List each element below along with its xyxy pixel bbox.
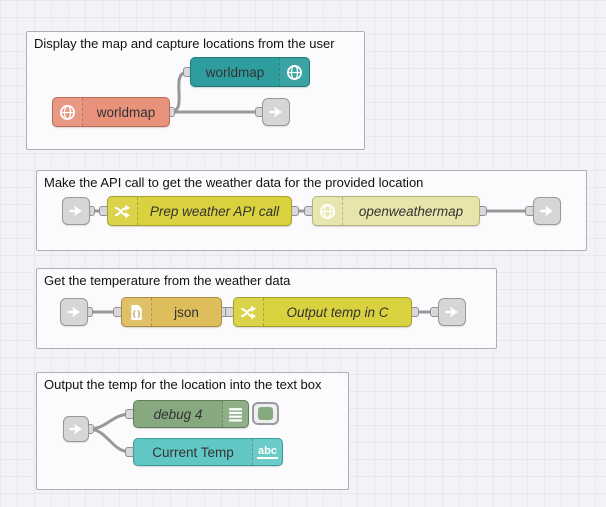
svg-text:{ }: { }	[133, 309, 141, 317]
debug-icon	[222, 401, 248, 427]
globe-icon	[313, 197, 343, 225]
link-out-icon	[445, 306, 458, 318]
wire[interactable]	[87, 427, 132, 454]
node-label: debug 4	[153, 406, 203, 422]
node-label: Prep weather API call	[149, 203, 280, 219]
wire[interactable]	[87, 412, 132, 431]
node-link-in[interactable]	[60, 298, 88, 326]
link-out-icon	[540, 205, 553, 217]
link-in-icon	[67, 306, 80, 318]
node-worldmap-display[interactable]: worldmap	[190, 57, 310, 87]
debug-toggle-state	[258, 407, 273, 420]
globe-icon	[279, 58, 309, 86]
group-title: Make the API call to get the weather dat…	[44, 175, 424, 190]
link-in-icon	[69, 423, 82, 435]
wire[interactable]	[168, 70, 190, 114]
node-link-in[interactable]	[63, 416, 89, 442]
node-function-output-temp[interactable]: Output temp in C	[233, 297, 412, 327]
json-icon: { }	[122, 298, 152, 326]
node-link-out[interactable]	[533, 197, 561, 225]
node-link-out[interactable]	[262, 98, 290, 126]
link-out-icon	[269, 106, 282, 118]
node-openweathermap[interactable]: openweathermap	[312, 196, 480, 226]
node-label: json	[174, 304, 199, 320]
link-in-icon	[69, 205, 82, 217]
node-worldmap-in[interactable]: worldmap	[52, 97, 170, 127]
node-label: worldmap	[205, 64, 265, 80]
node-label: worldmap	[96, 104, 156, 120]
group-output-temp[interactable]: Output the temp for the location into th…	[36, 372, 349, 490]
function-icon	[234, 298, 264, 326]
node-debug[interactable]: debug 4	[133, 400, 249, 428]
globe-icon	[53, 98, 83, 126]
node-function-prep-weather[interactable]: Prep weather API call	[107, 196, 292, 226]
node-link-in[interactable]	[62, 197, 90, 225]
node-link-out[interactable]	[438, 298, 466, 326]
group-title: Get the temperature from the weather dat…	[44, 273, 291, 288]
group-title: Output the temp for the location into th…	[44, 377, 322, 392]
node-label: Current Temp	[152, 444, 234, 460]
node-label: openweathermap	[358, 203, 464, 219]
group-title: Display the map and capture locations fr…	[34, 36, 335, 51]
node-label: Output temp in C	[286, 304, 389, 320]
node-json[interactable]: { } json	[121, 297, 222, 327]
node-ui-text-current-temp[interactable]: Current Temp abc	[133, 438, 283, 466]
group-display-map[interactable]: Display the map and capture locations fr…	[26, 31, 365, 150]
text-abc-icon: abc	[252, 439, 282, 465]
function-icon	[108, 197, 138, 225]
debug-toggle-button[interactable]	[252, 402, 279, 425]
